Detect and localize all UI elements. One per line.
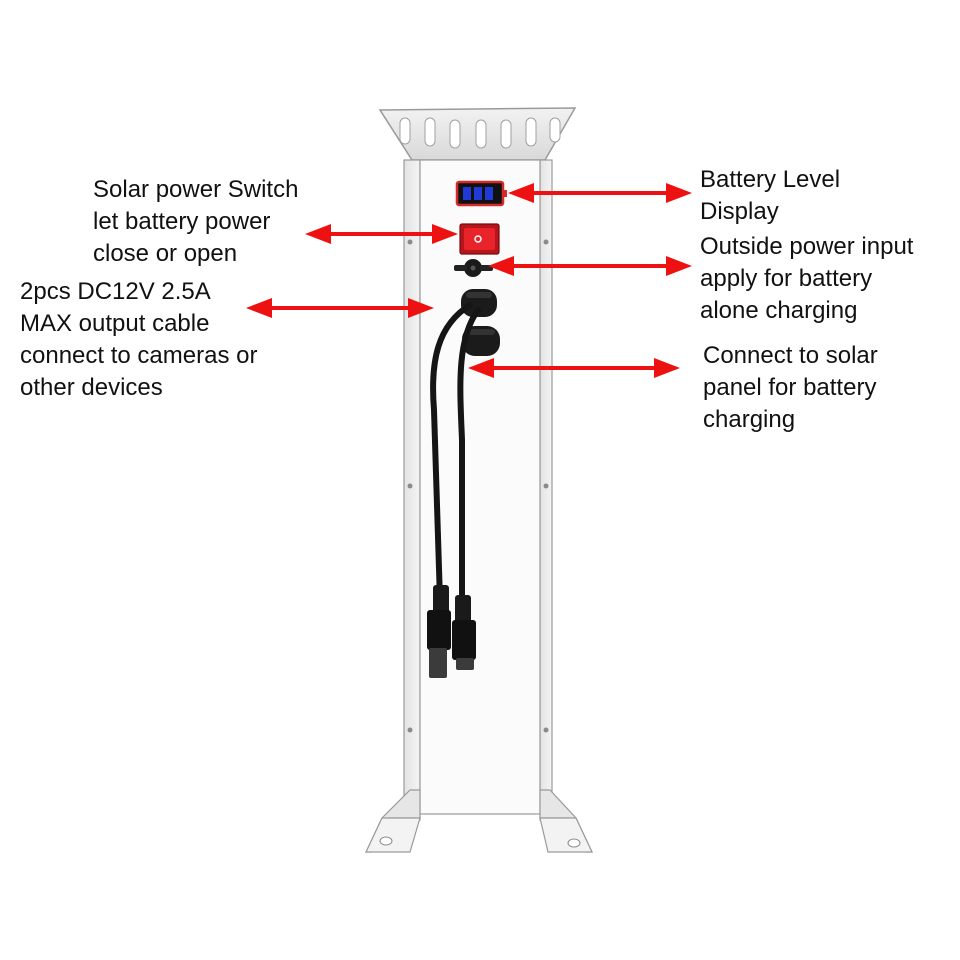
- battery-level-icon: [455, 180, 507, 207]
- arrow-icon: [508, 183, 534, 203]
- label-line: close or open: [93, 240, 238, 267]
- arrow-outside-power: [488, 256, 692, 276]
- screw: [407, 239, 413, 245]
- screw: [543, 727, 549, 733]
- bracket-slot: [500, 119, 512, 149]
- plug-tip: [429, 648, 447, 678]
- cable-gland-icon: [461, 289, 500, 356]
- label-line: apply for battery: [700, 265, 873, 292]
- arrow-icon: [408, 298, 434, 318]
- output-cable: [430, 302, 473, 603]
- solar-gland-ring: [467, 329, 495, 335]
- label-line: MAX output cable: [20, 310, 210, 337]
- screw: [407, 727, 413, 733]
- switch-rocker: [464, 228, 495, 250]
- label-line: panel for battery: [703, 374, 877, 401]
- arrow-icon: [246, 298, 272, 318]
- screw: [543, 239, 549, 245]
- plug-strain-relief: [433, 585, 449, 613]
- label-line: connect to cameras or: [20, 342, 258, 369]
- screw: [407, 483, 413, 489]
- arrow-shaft: [532, 191, 668, 195]
- arrow-shaft: [492, 366, 656, 370]
- bracket-slot: [525, 117, 537, 147]
- label-output-cable: 2pcs DC12V 2.5A MAX output cable connect…: [20, 276, 257, 404]
- housing-screws: [407, 239, 549, 733]
- output-cable: [457, 307, 481, 613]
- label-solar-panel-connection: Connect to solar panel for battery charg…: [703, 340, 878, 436]
- battery-bar: [485, 187, 493, 200]
- dc-plug-icon: [427, 585, 476, 678]
- battery-tip: [503, 190, 507, 197]
- arrow-icon: [468, 358, 494, 378]
- right-foot-plate: [539, 817, 593, 853]
- label-line: alone charging: [700, 297, 858, 324]
- bracket-slot: [399, 117, 411, 145]
- plug-tip: [456, 658, 474, 670]
- base-feet: [365, 789, 593, 853]
- label-line: 2pcs DC12V 2.5A: [20, 278, 211, 305]
- battery-bar: [463, 187, 471, 200]
- arrow-icon: [666, 183, 692, 203]
- plug-body: [427, 610, 451, 650]
- screw: [543, 483, 549, 489]
- left-foot-hole: [379, 836, 393, 846]
- label-line: let battery power: [93, 208, 271, 235]
- arrow-icon: [432, 224, 458, 244]
- battery-housing: [403, 159, 553, 821]
- dc-port-cap-left: [454, 265, 467, 271]
- top-bracket: [378, 107, 577, 161]
- right-foot-hole: [567, 838, 581, 848]
- label-line: Outside power input: [700, 233, 914, 260]
- arrow-icon: [488, 256, 514, 276]
- bracket-slot: [449, 119, 461, 149]
- arrow-icon: [654, 358, 680, 378]
- power-switch-icon: [459, 223, 500, 255]
- label-battery-level-display: Battery Level Display: [700, 164, 840, 228]
- plug-strain-relief: [455, 595, 471, 623]
- bracket-slot: [424, 117, 436, 147]
- bracket-slot: [475, 119, 487, 149]
- bracket-slots: [399, 117, 561, 149]
- arrow-shaft: [512, 264, 668, 268]
- label-outside-power-input: Outside power input apply for battery al…: [700, 231, 913, 327]
- left-foot-plate: [365, 817, 421, 853]
- housing-right-flange: [539, 159, 553, 821]
- arrow-output-cable: [246, 298, 434, 318]
- plug-body: [452, 620, 476, 660]
- arrow-shaft: [329, 232, 434, 236]
- label-line: Display: [700, 198, 779, 225]
- label-line: Connect to solar: [703, 342, 878, 369]
- arrow-battery-level: [508, 183, 692, 203]
- label-line: Battery Level: [700, 166, 841, 193]
- arrow-icon: [666, 256, 692, 276]
- annotation-arrows: [246, 183, 692, 378]
- label-line: other devices: [20, 374, 163, 401]
- dc-port-pin: [470, 265, 476, 271]
- output-gland-ring: [466, 292, 492, 298]
- arrow-icon: [305, 224, 331, 244]
- battery-bar: [474, 187, 482, 200]
- arrow-solar-switch: [305, 224, 458, 244]
- bracket-slot: [549, 117, 561, 143]
- housing-left-flange: [403, 159, 421, 821]
- switch-indicator: [474, 235, 482, 243]
- label-line: Solar power Switch: [93, 176, 299, 203]
- arrow-solar-panel: [468, 358, 680, 378]
- arrow-shaft: [270, 306, 410, 310]
- label-line: charging: [703, 406, 796, 433]
- output-cables: [430, 302, 481, 613]
- label-solar-power-switch: Solar power Switch let battery power clo…: [93, 174, 298, 270]
